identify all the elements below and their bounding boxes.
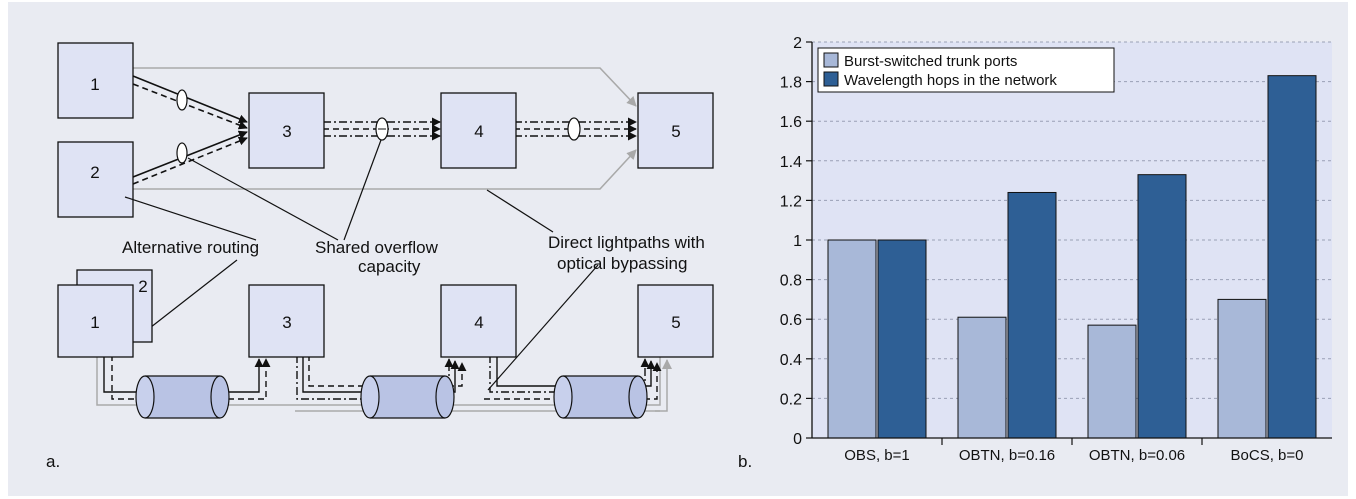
path-4-to-5-c bbox=[484, 362, 662, 400]
link-1-3 bbox=[132, 75, 248, 130]
bottom-node-5-label: 5 bbox=[671, 313, 680, 332]
panel-b-chart: 0 0.2 0.4 0.6 0.8 1 1.2 1.4 1.6 1.8 2 OBS, b=1 OBTN… bbox=[738, 35, 1332, 471]
panel-b-label: b. bbox=[738, 452, 752, 471]
callout-line-alternative-top bbox=[124, 196, 257, 241]
annotation-alternative-routing: Alternative routing bbox=[122, 238, 259, 257]
y-tick-label: 1.6 bbox=[780, 114, 802, 131]
bar-series1-1 bbox=[827, 239, 877, 439]
y-tick-label: 1.8 bbox=[780, 75, 802, 92]
bar-series1-4 bbox=[1217, 298, 1267, 439]
top-node-3: 3 bbox=[248, 92, 325, 169]
bottom-node-4-label: 4 bbox=[474, 313, 483, 332]
bar-series2-3 bbox=[1137, 174, 1187, 439]
y-tick-label: 0.2 bbox=[780, 391, 802, 408]
legend-label-1: Burst-switched trunk ports bbox=[844, 53, 1017, 70]
top-node-1: 1 bbox=[57, 42, 134, 119]
top-node-5: 5 bbox=[637, 92, 714, 169]
legend-box bbox=[817, 47, 1115, 93]
bottom-node-5: 5 bbox=[637, 284, 714, 358]
y-tick-label: 1.2 bbox=[780, 193, 802, 210]
bars bbox=[827, 75, 1317, 439]
bottom-node-2-label: 2 bbox=[138, 277, 147, 296]
top-node-2-label: 2 bbox=[90, 163, 99, 182]
x-tick-label: OBTN, b=0.06 bbox=[1089, 447, 1185, 464]
top-node-4-label: 4 bbox=[474, 122, 483, 141]
fiber-cylinder-3 bbox=[553, 375, 648, 419]
top-node-1-label: 1 bbox=[90, 75, 99, 94]
legend-swatch-1 bbox=[823, 52, 839, 68]
bar-series2-1 bbox=[877, 239, 927, 439]
link-3-4 bbox=[323, 117, 441, 141]
top-node-5-label: 5 bbox=[671, 122, 680, 141]
overflow-marker-1-3 bbox=[176, 89, 188, 111]
x-axis: OBS, b=1 OBTN, b=0.16 OBTN, b=0.06 BoCS, b=… bbox=[844, 438, 1303, 464]
top-node-2: 2 bbox=[57, 141, 134, 218]
bar-series1-2 bbox=[957, 316, 1007, 439]
y-tick-label: 0.4 bbox=[780, 352, 802, 369]
legend-swatch-2 bbox=[823, 71, 839, 87]
y-tick-label: 2 bbox=[793, 35, 802, 52]
path-3-to-4-c bbox=[308, 355, 467, 387]
panel-a-label: a. bbox=[46, 452, 60, 471]
bottom-node-1: 1 bbox=[57, 284, 134, 358]
direct-lightpath-top bbox=[133, 67, 637, 107]
y-tick-label: 0.6 bbox=[780, 312, 802, 329]
y-axis: 0 0.2 0.4 0.6 0.8 1 1.2 1.4 1.6 1.8 2 bbox=[780, 35, 812, 448]
annotation-direct-lightpaths-1: Direct lightpaths with bbox=[548, 233, 705, 252]
top-node-3-label: 3 bbox=[282, 122, 291, 141]
overflow-marker-2-3 bbox=[176, 142, 188, 164]
callout-line-shared-1 bbox=[187, 157, 339, 241]
x-tick-label: BoCS, b=0 bbox=[1231, 447, 1304, 464]
bottom-node-4: 4 bbox=[440, 284, 517, 358]
x-tick-label: OBTN, b=0.16 bbox=[959, 447, 1055, 464]
fiber-cylinder-2 bbox=[360, 375, 455, 419]
overflow-marker-4-5 bbox=[567, 117, 581, 141]
bar-series1-3 bbox=[1087, 324, 1137, 439]
annotation-shared-overflow-1: Shared overflow bbox=[315, 238, 439, 257]
annotation-direct-lightpaths-2: optical bypassing bbox=[557, 254, 687, 273]
bar-series2-4 bbox=[1267, 75, 1317, 439]
fiber-line-3 bbox=[655, 359, 672, 412]
callout-line-shared-2 bbox=[343, 139, 382, 241]
y-tick-label: 1 bbox=[793, 233, 802, 250]
bar-series2-2 bbox=[1007, 191, 1057, 439]
bottom-node-3-label: 3 bbox=[282, 313, 291, 332]
y-tick-label: 1.4 bbox=[780, 154, 802, 171]
y-tick-label: 0.8 bbox=[780, 273, 802, 290]
callout-line-direct-bottom bbox=[487, 264, 599, 391]
top-node-4: 4 bbox=[440, 92, 517, 169]
y-tick-label: 0 bbox=[793, 431, 802, 448]
x-tick-label: OBS, b=1 bbox=[844, 447, 909, 464]
direct-lightpath-bottom bbox=[133, 149, 637, 190]
panel-a: 1 2 3 4 5 Alternative routing Shared ove… bbox=[46, 42, 714, 471]
link-2-3 bbox=[132, 130, 248, 185]
fiber-cylinder-1 bbox=[135, 375, 230, 419]
legend-label-2: Wavelength hops in the network bbox=[844, 72, 1057, 89]
bottom-node-3: 3 bbox=[248, 284, 325, 358]
callout-line-direct-top bbox=[486, 189, 554, 233]
annotation-shared-overflow-2: capacity bbox=[358, 257, 421, 276]
bottom-node-1-label: 1 bbox=[90, 313, 99, 332]
